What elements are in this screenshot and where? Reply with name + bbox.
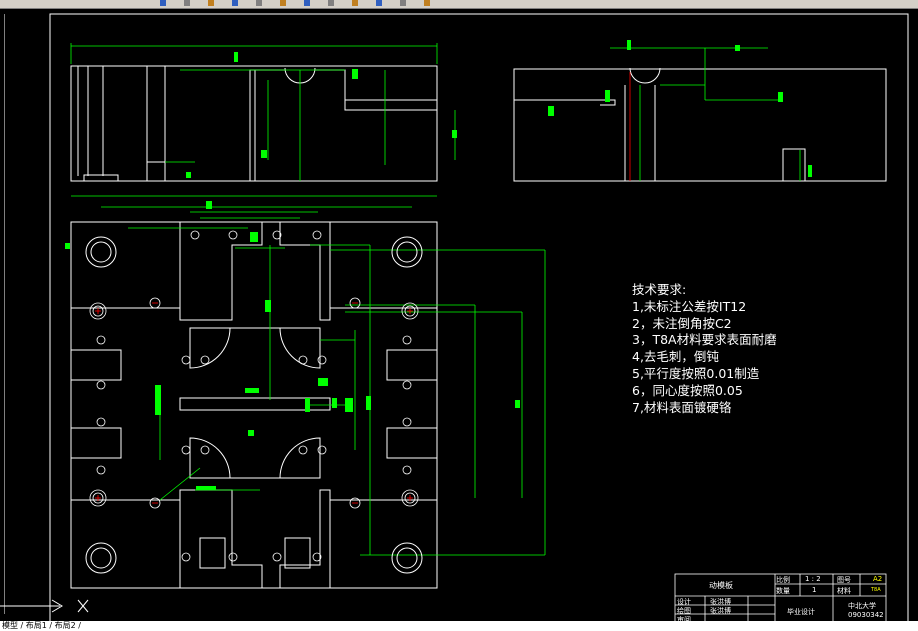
- material-label: 材料: [837, 587, 851, 595]
- viewport-border: [4, 14, 5, 614]
- school-name: 中北大学: [848, 602, 876, 610]
- drawing-canvas[interactable]: [0, 8, 918, 631]
- sheet-value: A2: [873, 575, 883, 583]
- draw-label: 绘图: [677, 607, 691, 615]
- print-icon[interactable]: [208, 0, 214, 6]
- cut-icon[interactable]: [232, 0, 238, 6]
- top-left-view: [70, 65, 438, 182]
- plan-markers: [65, 201, 520, 490]
- guide-pin-holes: [85, 236, 423, 574]
- save-icon[interactable]: [184, 0, 190, 6]
- open-icon[interactable]: [160, 0, 166, 6]
- project-name: 毕业设计: [787, 608, 815, 616]
- note-6: 6，同心度按照0.05: [632, 382, 743, 398]
- qty-label: 数量: [776, 587, 790, 595]
- pan-icon[interactable]: [352, 0, 358, 6]
- review-label: 审阅: [677, 616, 691, 624]
- scale-value: 1 : 2: [805, 575, 821, 583]
- undo-icon[interactable]: [304, 0, 310, 6]
- sheet-label: 图号: [837, 576, 851, 584]
- top-right-view-dims: [610, 47, 801, 181]
- copy-icon[interactable]: [256, 0, 262, 6]
- paste-icon[interactable]: [280, 0, 286, 6]
- command-line[interactable]: 模型 / 布局1 / 布局2 /: [0, 621, 918, 631]
- zoom-icon[interactable]: [376, 0, 382, 6]
- note-3: 3，T8A材料要求表面耐磨: [632, 332, 777, 348]
- qty-value: 1: [812, 586, 817, 594]
- design-name: 张洪博: [710, 598, 731, 606]
- note-1: 1,未标注公差按IT12: [632, 298, 747, 314]
- hole-center-marks: [95, 302, 413, 504]
- student-id: 09030342: [848, 611, 884, 619]
- top-left-view-markers: [186, 52, 457, 178]
- top-right-view-markers: [548, 40, 812, 177]
- technical-requirements: 技术要求: 1,未标注公差按IT12 2，未注倒角按C2 3，T8A材料要求表面…: [632, 282, 832, 416]
- plan-dims: [71, 195, 546, 556]
- redo-icon[interactable]: [328, 0, 334, 6]
- toolbar: [0, 0, 918, 9]
- notes-title: 技术要求:: [632, 282, 687, 297]
- draw-name: 张洪博: [710, 607, 731, 615]
- note-5: 5,平行度按照0.01制造: [632, 365, 760, 381]
- title-block: 动模板 比例 1 : 2 图号 A2 数量 1 材料 T8A 设计 张洪博 绘图…: [675, 574, 886, 624]
- note-2: 2，未注倒角按C2: [632, 315, 732, 331]
- layer-icon[interactable]: [424, 0, 430, 6]
- ucs-icon: [0, 599, 89, 613]
- top-left-view-dims: [70, 43, 456, 181]
- part-name: 动模板: [709, 581, 733, 590]
- note-7: 7,材料表面镀硬铬: [632, 399, 732, 415]
- material-value: T8A: [871, 587, 881, 593]
- plan-outline: [70, 221, 438, 589]
- design-label: 设计: [677, 598, 691, 606]
- scale-label: 比例: [776, 576, 790, 584]
- properties-icon[interactable]: [400, 0, 406, 6]
- note-4: 4,去毛刺，倒钝: [632, 349, 719, 365]
- top-right-view: [513, 67, 887, 182]
- bolt-holes: [89, 230, 419, 562]
